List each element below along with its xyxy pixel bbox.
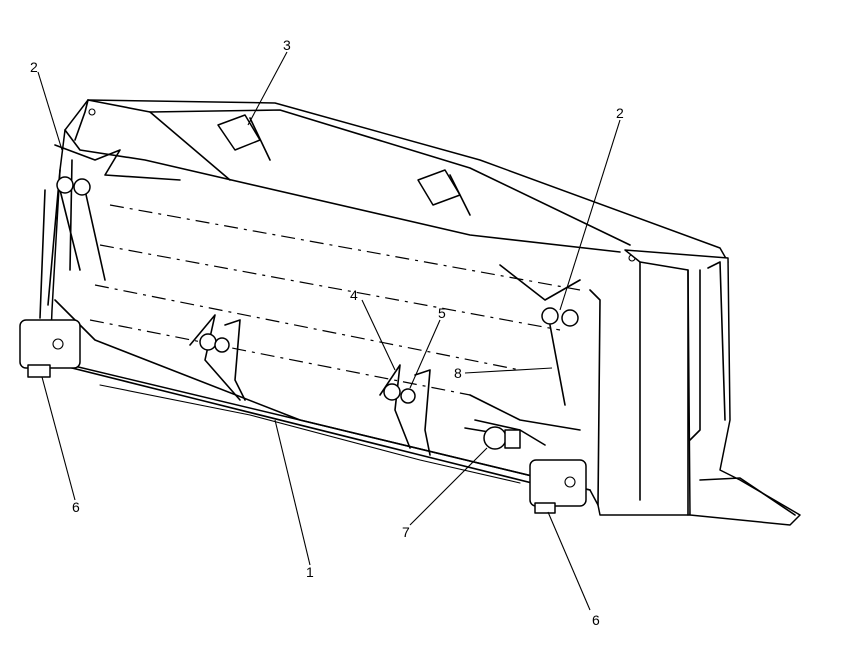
left-upper-pin: [54, 144, 181, 281]
trunnion-right: [529, 459, 587, 514]
lift-bracket-right: [417, 169, 471, 216]
callout-6-left: 6: [72, 499, 80, 515]
middle-bracket-left: [189, 314, 246, 401]
lower-pin-assembly: [464, 394, 581, 450]
right-upper-pin: [499, 264, 581, 406]
lift-bracket-left: [217, 114, 271, 161]
callouts: 2 3 2 4 5 8 7 1 6 6: [30, 37, 624, 628]
right-end-plate: [589, 249, 801, 526]
callout-3: 3: [283, 37, 291, 53]
callout-2-right: 2: [616, 105, 624, 121]
callout-4: 4: [350, 287, 358, 303]
face-ribs: [89, 204, 581, 396]
callout-7: 7: [402, 524, 410, 540]
middle-bracket-right: [379, 364, 431, 456]
leader-lines: [37, 51, 621, 611]
callout-5: 5: [438, 305, 446, 321]
callout-6-right: 6: [592, 612, 600, 628]
callout-8: 8: [454, 365, 462, 381]
trunnion-left: [19, 189, 81, 378]
callout-2-left: 2: [30, 59, 38, 75]
moldboard: [47, 99, 729, 516]
callout-1: 1: [306, 564, 314, 580]
